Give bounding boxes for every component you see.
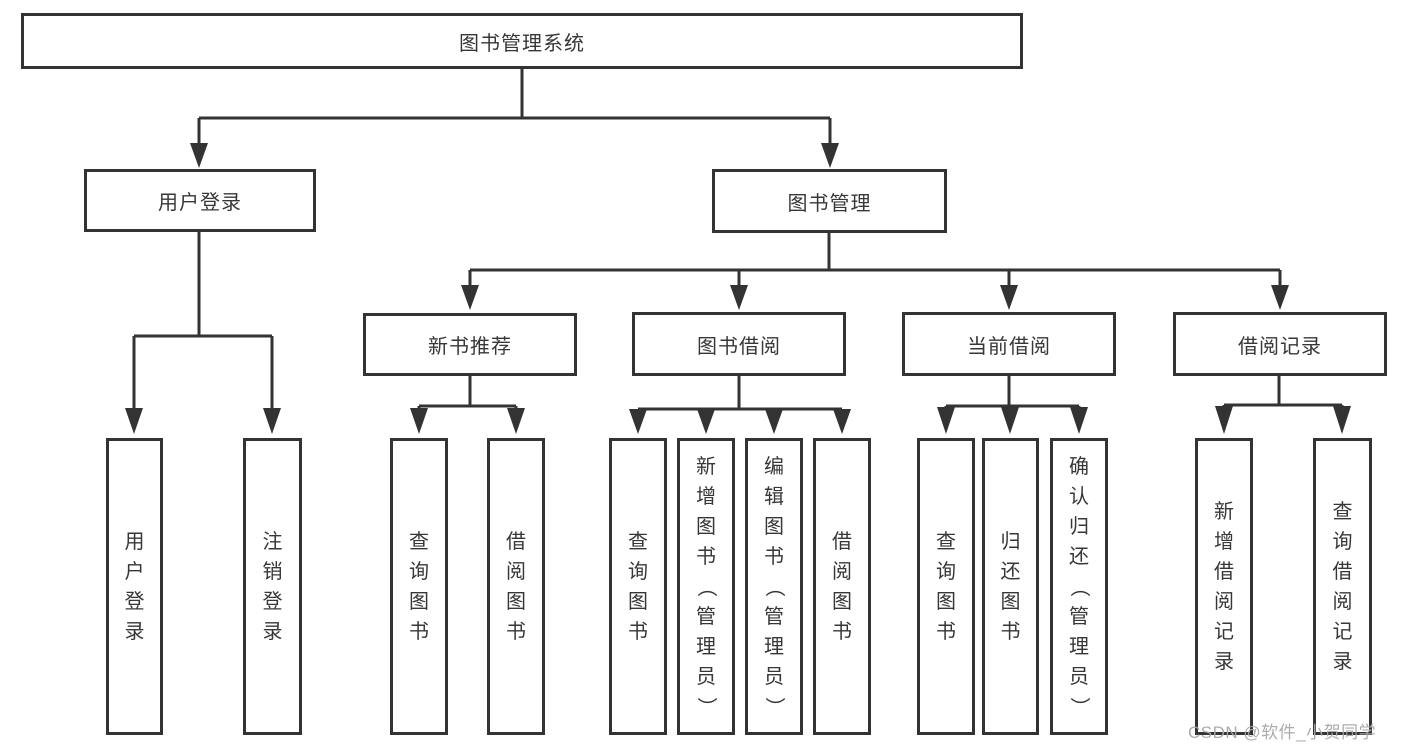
arrowhead xyxy=(765,409,783,434)
arrowhead xyxy=(1271,285,1289,310)
connector-borrow-to-children xyxy=(629,376,851,434)
leaf-query-book-borrow: 查询图书 xyxy=(609,438,667,735)
leaf-borrow-book-newbook: 借阅图书 xyxy=(487,438,545,735)
csdn-watermark: CSDN @软件_小贺同学 xyxy=(1188,723,1377,742)
arrowhead xyxy=(461,285,479,310)
node-book-manage: 图书管理 xyxy=(712,169,947,233)
arrowhead xyxy=(1001,407,1019,434)
leaf-query-book-newbook: 查询图书 xyxy=(390,438,448,735)
arrowhead xyxy=(629,409,647,434)
leaf-query-borrow-record: 查询借阅记录 xyxy=(1313,438,1372,735)
arrowhead xyxy=(1215,406,1233,434)
arrowhead xyxy=(410,408,428,434)
leaf-query-book-current: 查询图书 xyxy=(917,438,975,735)
arrowhead xyxy=(1000,285,1018,310)
leaf-confirm-return-admin: 确认归还（管理员） xyxy=(1050,438,1108,735)
connector-record-to-children xyxy=(1215,376,1351,434)
leaf-logout: 注销登录 xyxy=(243,438,302,735)
leaf-borrow-book-borrow: 借阅图书 xyxy=(813,438,871,735)
arrowhead xyxy=(937,407,955,434)
connector-newbook-to-children xyxy=(410,376,525,434)
node-borrow-record: 借阅记录 xyxy=(1173,312,1387,376)
arrowhead xyxy=(1333,406,1351,434)
node-book-borrow: 图书借阅 xyxy=(632,312,846,376)
connector-manage-to-level3 xyxy=(461,233,1289,310)
arrowhead xyxy=(125,408,143,434)
arrowhead xyxy=(697,409,715,434)
connector-root-to-level2 xyxy=(190,69,839,168)
leaf-return-book: 归还图书 xyxy=(982,438,1039,735)
arrowhead xyxy=(833,409,851,434)
node-user-login: 用户登录 xyxy=(84,169,316,232)
leaf-add-book-admin: 新增图书（管理员） xyxy=(677,438,735,735)
arrowhead xyxy=(507,408,525,434)
arrowhead xyxy=(190,143,208,168)
leaf-user-login: 用户登录 xyxy=(106,438,163,735)
connector-current-to-children xyxy=(937,376,1088,434)
connector-login-to-children xyxy=(125,232,281,434)
node-new-book-recommend: 新书推荐 xyxy=(363,313,577,376)
arrowhead xyxy=(730,285,748,310)
arrowhead xyxy=(821,143,839,168)
leaf-edit-book-admin: 编辑图书（管理员） xyxy=(745,438,803,735)
arrowhead xyxy=(263,408,281,434)
node-root: 图书管理系统 xyxy=(21,13,1023,69)
leaf-add-borrow-record: 新增借阅记录 xyxy=(1195,438,1253,735)
node-current-borrow: 当前借阅 xyxy=(902,312,1116,376)
arrowhead xyxy=(1070,407,1088,434)
